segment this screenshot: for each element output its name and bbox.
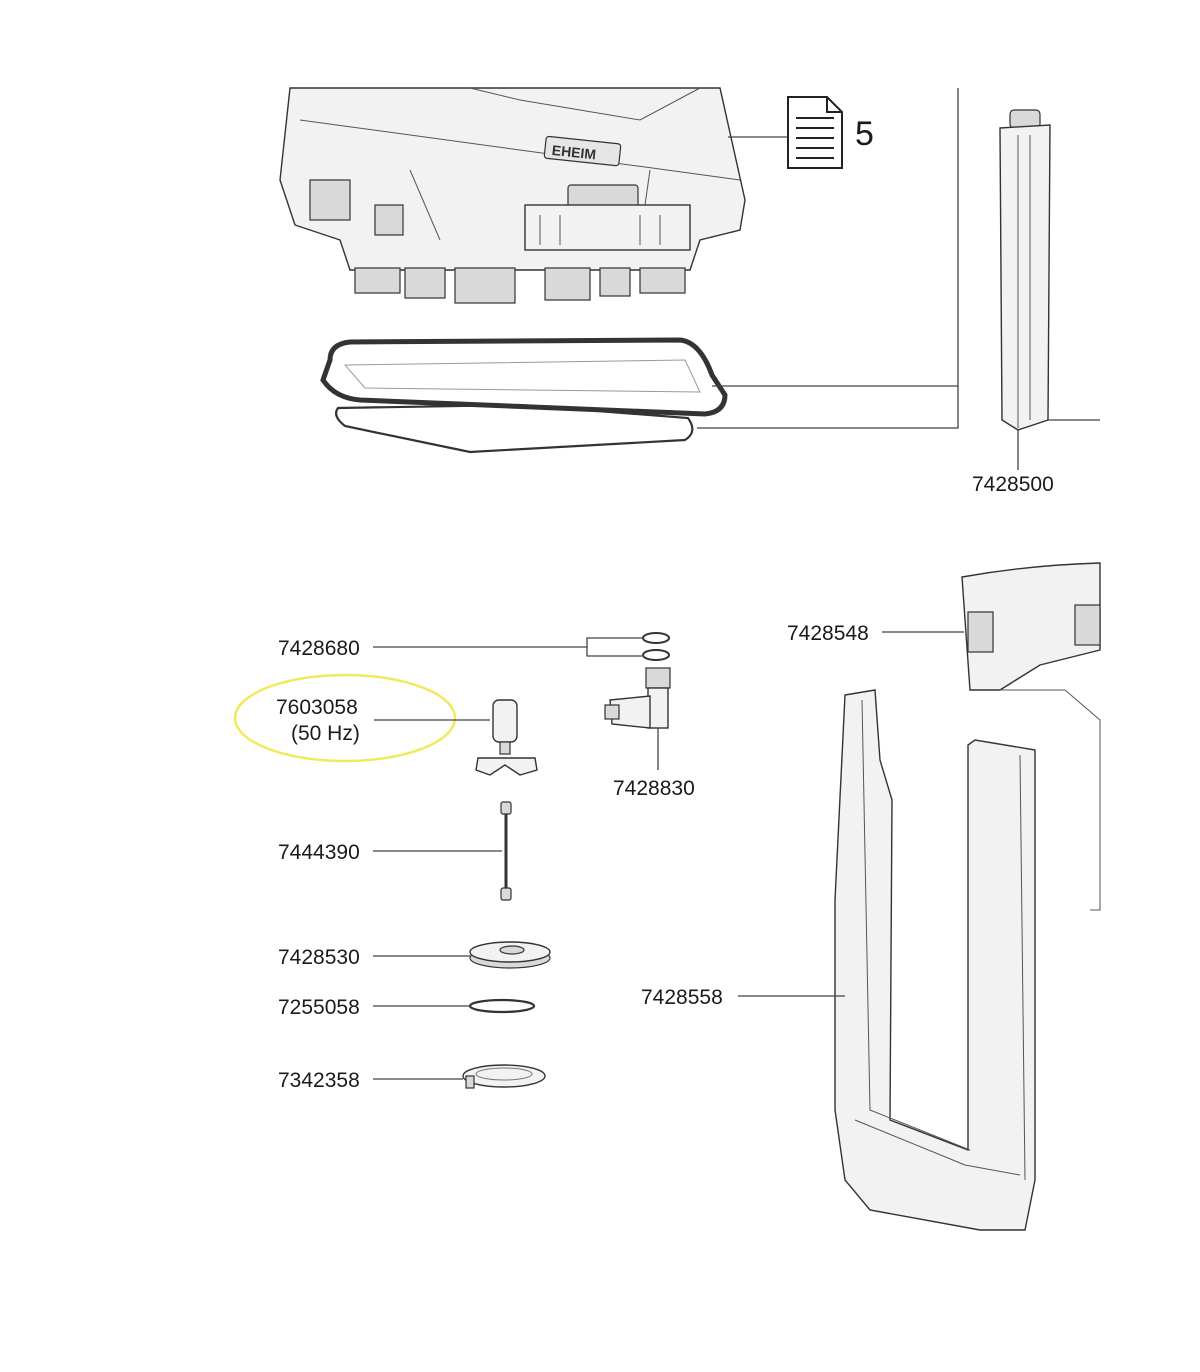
brand-badge: [543, 135, 622, 167]
elbow-connector: [604, 667, 671, 729]
part-number-7428558: 7428558: [641, 986, 723, 1009]
document-icon: [787, 96, 843, 169]
pump-head: EHEIM: [279, 87, 746, 304]
part-number-7444390: 7444390: [278, 841, 360, 864]
highlight-ellipse: [233, 673, 457, 763]
head-latch: [567, 184, 639, 208]
impeller-shaft: [500, 801, 512, 901]
side-grip-left: [309, 179, 351, 221]
part-number-7342358: 7342358: [278, 1069, 360, 1092]
head-clips: [524, 204, 691, 251]
brand-mark: EHEIM: [551, 142, 597, 163]
side-grip-right: [374, 204, 404, 236]
u-handle: [834, 689, 1036, 1231]
gasket-ring: [468, 998, 536, 1014]
head-gasket-large: [320, 337, 728, 417]
head-gasket-flat: [335, 403, 694, 454]
bearing-cover: [469, 941, 551, 969]
impeller-cover: [462, 1064, 546, 1089]
part-number-7428830: 7428830: [613, 777, 695, 800]
part-number-7603058: 7603058: [276, 696, 358, 719]
part-note-50hz: (50 Hz): [291, 722, 360, 745]
impeller: [475, 699, 538, 776]
part-number-7428548: 7428548: [787, 622, 869, 645]
bracket-part: [961, 562, 1101, 911]
part-number-7255058: 7255058: [278, 996, 360, 1019]
part-number-7428530: 7428530: [278, 946, 360, 969]
part-number-7428500: 7428500: [972, 473, 1054, 496]
doc-reference-number: 5: [855, 115, 874, 153]
filter-tube: [999, 109, 1051, 431]
part-number-7428680: 7428680: [278, 637, 360, 660]
o-rings: [642, 632, 670, 661]
